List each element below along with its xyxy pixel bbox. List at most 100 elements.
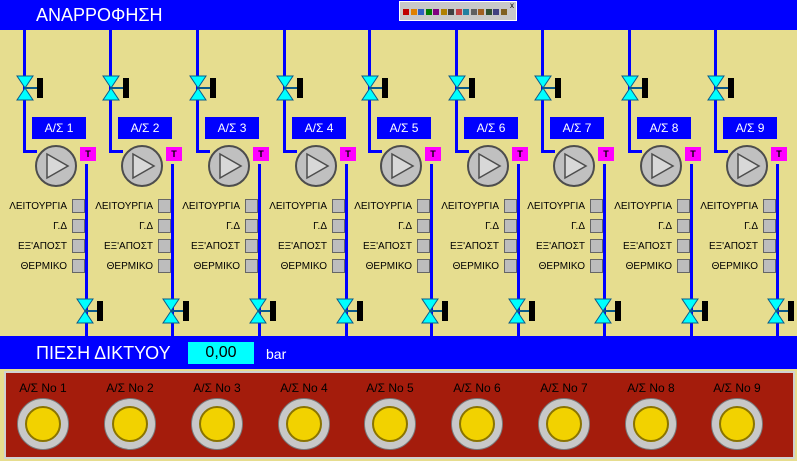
discharge-valve-icon[interactable] bbox=[161, 297, 193, 325]
toolbar-icon-9[interactable] bbox=[463, 9, 469, 15]
temperature-badge[interactable]: T bbox=[512, 147, 528, 161]
suction-header-pipe bbox=[0, 0, 797, 30]
status-row: Γ.Δ bbox=[250, 217, 345, 237]
suction-valve-icon[interactable] bbox=[101, 74, 133, 102]
close-icon[interactable]: x bbox=[510, 1, 514, 10]
toolbar-icon-14[interactable] bbox=[500, 9, 507, 15]
status-lamp bbox=[332, 259, 345, 273]
pump-inlet-pipe bbox=[541, 150, 555, 153]
suction-valve-icon[interactable] bbox=[620, 74, 652, 102]
status-lamp bbox=[332, 199, 345, 213]
pump-label: Α/Σ 9 bbox=[723, 117, 777, 139]
status-row: ΕΞ'ΑΠΟΣΤ bbox=[250, 237, 345, 257]
toolbar-icon-5[interactable] bbox=[433, 9, 439, 15]
toolbar-icon-8[interactable] bbox=[455, 9, 462, 15]
temperature-badge[interactable]: T bbox=[253, 147, 269, 161]
suction-valve-icon[interactable] bbox=[188, 74, 220, 102]
status-lamp bbox=[677, 199, 690, 213]
pump-start-button[interactable] bbox=[364, 398, 416, 450]
discharge-pipe bbox=[85, 164, 88, 336]
floating-toolbar[interactable]: x bbox=[399, 1, 517, 21]
discharge-valve-icon[interactable] bbox=[593, 297, 625, 325]
status-lamp bbox=[332, 239, 345, 253]
discharge-valve-icon[interactable] bbox=[680, 297, 712, 325]
status-row: ΛΕΙΤΟΥΡΓΙΑ bbox=[422, 197, 517, 217]
temperature-badge[interactable]: T bbox=[425, 147, 441, 161]
status-row: Γ.Δ bbox=[508, 217, 603, 237]
suction-valve-icon[interactable] bbox=[360, 74, 392, 102]
pump-start-button[interactable] bbox=[538, 398, 590, 450]
status-lamp bbox=[504, 199, 517, 213]
toolbar-icon-11[interactable] bbox=[478, 9, 484, 15]
status-row: Γ.Δ bbox=[163, 217, 258, 237]
pump-start-button[interactable] bbox=[451, 398, 503, 450]
status-lamp bbox=[590, 259, 603, 273]
discharge-pipe bbox=[776, 164, 779, 336]
pump-start-button[interactable] bbox=[278, 398, 330, 450]
suction-valve-icon[interactable] bbox=[447, 74, 479, 102]
temperature-badge[interactable]: T bbox=[340, 147, 356, 161]
status-label: ΕΞ'ΑΠΟΣΤ bbox=[17, 241, 67, 252]
pump-icon[interactable] bbox=[639, 144, 683, 188]
temperature-badge[interactable]: T bbox=[598, 147, 614, 161]
status-label: ΕΞ'ΑΠΟΣΤ bbox=[277, 241, 327, 252]
status-lamp bbox=[504, 259, 517, 273]
status-label: ΛΕΙΤΟΥΡΓΙΑ bbox=[182, 201, 240, 212]
pump-icon[interactable] bbox=[466, 144, 510, 188]
pump-icon[interactable] bbox=[34, 144, 78, 188]
discharge-valve-icon[interactable] bbox=[420, 297, 452, 325]
discharge-valve-icon[interactable] bbox=[335, 297, 367, 325]
discharge-valve-icon[interactable] bbox=[766, 297, 797, 325]
panel-button-label: Α/Σ No 1 bbox=[19, 381, 67, 395]
suction-valve-icon[interactable] bbox=[275, 74, 307, 102]
pump-icon[interactable] bbox=[552, 144, 596, 188]
toolbar-icon-4[interactable] bbox=[425, 9, 432, 15]
pump-start-button[interactable] bbox=[625, 398, 677, 450]
toolbar-icon-10[interactable] bbox=[470, 9, 477, 15]
status-label: Γ.Δ bbox=[398, 221, 412, 232]
toolbar-icon-1[interactable] bbox=[403, 9, 409, 15]
status-label: ΛΕΙΤΟΥΡΓΙΑ bbox=[527, 201, 585, 212]
pump-icon[interactable] bbox=[120, 144, 164, 188]
toolbar-icon-7[interactable] bbox=[448, 9, 454, 15]
status-lamp bbox=[504, 219, 517, 233]
temperature-badge[interactable]: T bbox=[685, 147, 701, 161]
pump-icon[interactable] bbox=[725, 144, 769, 188]
toolbar-icon-2[interactable] bbox=[410, 9, 417, 15]
status-row: ΘΕΡΜΙΚΟ bbox=[681, 257, 776, 277]
suction-valve-icon[interactable] bbox=[15, 74, 47, 102]
status-row: ΕΞ'ΑΠΟΣΤ bbox=[76, 237, 171, 257]
status-row: ΘΕΡΜΙΚΟ bbox=[76, 257, 171, 277]
pump-start-button[interactable] bbox=[104, 398, 156, 450]
suction-valve-icon[interactable] bbox=[533, 74, 565, 102]
pressure-label: ΠΙΕΣΗ ΔΙΚΤΥΟΥ bbox=[36, 343, 171, 363]
panel-button-label: Α/Σ No 3 bbox=[193, 381, 241, 395]
pump-start-button[interactable] bbox=[191, 398, 243, 450]
pump-icon[interactable] bbox=[207, 144, 251, 188]
pump-icon[interactable] bbox=[294, 144, 338, 188]
pump-label: Α/Σ 7 bbox=[550, 117, 604, 139]
toolbar-icon-12[interactable] bbox=[485, 9, 492, 15]
status-label: ΘΕΡΜΙΚΟ bbox=[280, 261, 327, 272]
pump-start-button[interactable] bbox=[711, 398, 763, 450]
discharge-valve-icon[interactable] bbox=[75, 297, 107, 325]
discharge-valve-icon[interactable] bbox=[507, 297, 539, 325]
suction-valve-icon[interactable] bbox=[706, 74, 738, 102]
temperature-badge[interactable]: T bbox=[166, 147, 182, 161]
pump-label: Α/Σ 2 bbox=[118, 117, 172, 139]
status-lamp bbox=[245, 199, 258, 213]
temperature-badge[interactable]: T bbox=[771, 147, 787, 161]
status-row: ΛΕΙΤΟΥΡΓΙΑ bbox=[76, 197, 171, 217]
status-lamp bbox=[677, 219, 690, 233]
temperature-badge[interactable]: T bbox=[80, 147, 96, 161]
discharge-pipe bbox=[430, 164, 433, 336]
pump-start-button[interactable] bbox=[17, 398, 69, 450]
toolbar-icon-6[interactable] bbox=[440, 9, 447, 15]
toolbar-icon-13[interactable] bbox=[493, 9, 499, 15]
toolbar-icon-3[interactable] bbox=[418, 9, 424, 15]
discharge-valve-icon[interactable] bbox=[248, 297, 280, 325]
status-label: Γ.Δ bbox=[571, 221, 585, 232]
pump-icon[interactable] bbox=[379, 144, 423, 188]
